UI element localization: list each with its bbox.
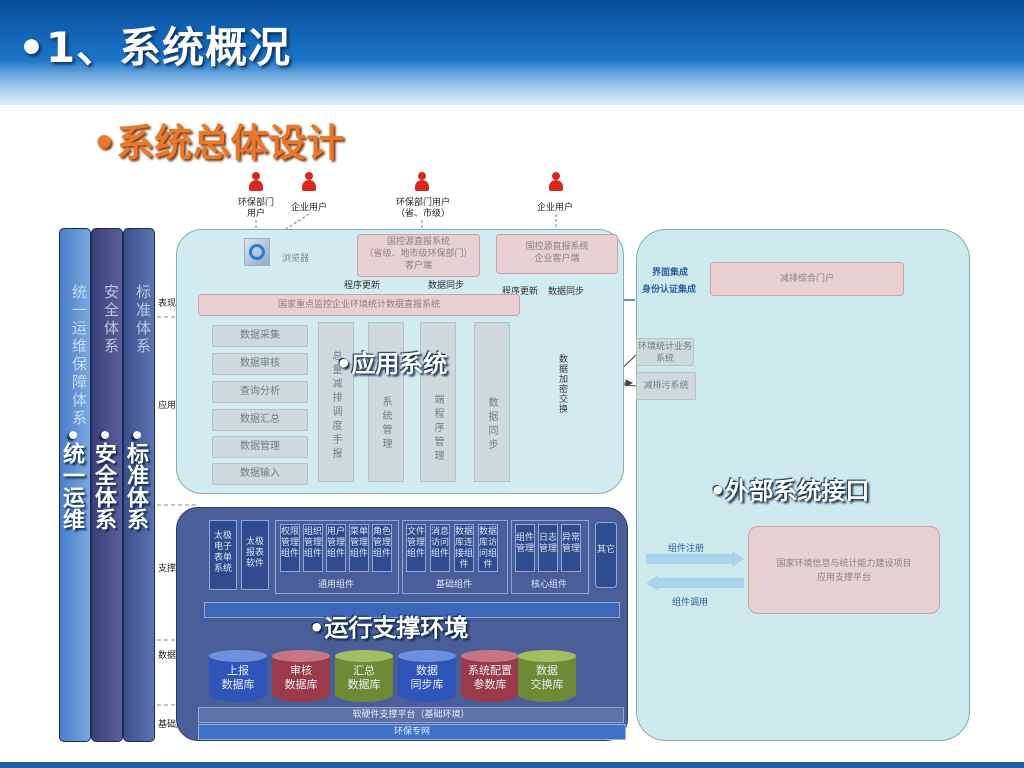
core-comp: 异常管理 bbox=[561, 524, 581, 572]
comp-call-label: 组件调用 bbox=[672, 598, 709, 608]
core-comp: 日志管理 bbox=[538, 524, 558, 572]
browser-icon bbox=[244, 238, 270, 266]
app-item: 数据管理 bbox=[212, 436, 308, 458]
pillar-standard-text: 标准体系 bbox=[134, 284, 152, 356]
common-comp: 用户管理组件 bbox=[326, 524, 346, 572]
layer-support: 支撑层 bbox=[158, 564, 186, 574]
pillar-security: 安全体系 bbox=[91, 228, 123, 742]
ui-integration-label: 界面集成 bbox=[652, 268, 689, 278]
pillar-ops-text: 统一运维保障体系 bbox=[70, 284, 88, 428]
layer-data: 数据层 bbox=[158, 651, 186, 661]
common-group bbox=[275, 520, 399, 594]
base-comp: 文件管理组件 bbox=[406, 524, 426, 572]
prog-update-label: 程序更新 bbox=[344, 281, 381, 291]
app-col: 数据同步 bbox=[474, 322, 510, 482]
database-icon: 数据 交换库 bbox=[518, 650, 576, 708]
register-arrow-head bbox=[732, 551, 744, 567]
pillar-ops: 统一运维保障体系 bbox=[59, 228, 91, 742]
user-icon bbox=[549, 172, 563, 192]
database-label: 汇总 数据库 bbox=[347, 664, 381, 691]
app-item: 数据输入 bbox=[212, 463, 308, 485]
pillar-security-label: •安全体系 bbox=[91, 428, 116, 531]
platform-bar: 国家重点监控企业环境统计数据直报系统 bbox=[198, 294, 520, 316]
footer-line bbox=[0, 762, 1024, 768]
overlay-external: •外部系统接口 bbox=[710, 477, 870, 505]
app-item: 查询分析 bbox=[212, 381, 308, 403]
common-comp: 组织管理组件 bbox=[303, 524, 323, 572]
section-subtitle: •系统总体设计 bbox=[92, 121, 345, 165]
app-item: 数据汇总 bbox=[212, 409, 308, 431]
common-group-label: 通用组件 bbox=[317, 580, 354, 590]
browser-label: 浏览器 bbox=[282, 254, 310, 264]
exchange-label: 数据加密交换 bbox=[557, 354, 567, 414]
database-icon: 上报 数据库 bbox=[209, 650, 267, 708]
core-group-label: 核心组件 bbox=[530, 580, 567, 590]
pillar-standard: 标准体系 bbox=[123, 228, 155, 742]
database-label: 数据 交换库 bbox=[530, 664, 564, 691]
database-icon: 汇总 数据库 bbox=[335, 650, 393, 708]
base-group-label: 基础组件 bbox=[435, 580, 472, 590]
comp-register-label: 组件注册 bbox=[668, 544, 705, 554]
pillar-ops-label: •统一运维 bbox=[59, 428, 84, 531]
app-col: 总量减排调度手报 bbox=[318, 322, 354, 482]
overlay-runtime: •运行支撑环境 bbox=[309, 614, 469, 642]
user-label: 环保部门 用户 bbox=[237, 198, 274, 219]
data-sync-label: 数据同步 bbox=[548, 287, 585, 297]
app-item: 数据审核 bbox=[212, 353, 308, 375]
hw-platform-bar: 软硬件支撑平台（基础环境） bbox=[198, 707, 624, 723]
database-label: 数据 同步库 bbox=[410, 664, 444, 691]
pillar-standard-label: •标准体系 bbox=[123, 428, 148, 531]
database-label: 上报 数据库 bbox=[221, 664, 255, 691]
base-comp: 数据库访问组件 bbox=[478, 524, 498, 572]
taiji-forms-box: 太极电子表单系统 bbox=[209, 520, 237, 590]
header-band bbox=[0, 0, 1024, 105]
support-platform-box: 国家环境信息与统计能力建设项目 应用支撑平台 bbox=[748, 526, 940, 614]
app-item: 数据采集 bbox=[212, 325, 308, 347]
user-icon bbox=[415, 172, 429, 192]
client-gov-box: 国控源直报系统 （省级、地市级环保部门） 客户端 bbox=[357, 234, 480, 277]
core-comp: 组件管理 bbox=[515, 524, 535, 572]
database-label: 审核 数据库 bbox=[284, 664, 318, 691]
common-comp: 权限管理组件 bbox=[280, 524, 300, 572]
network-bar: 环保专网 bbox=[198, 724, 626, 740]
user-icon bbox=[302, 172, 316, 192]
portal-box: 减排综合门户 bbox=[710, 262, 904, 296]
base-comp: 数据库连接组件 bbox=[454, 524, 474, 572]
register-arrow-shaft bbox=[646, 554, 732, 564]
data-sync-label: 数据同步 bbox=[428, 281, 465, 291]
call-arrow-head bbox=[646, 575, 658, 591]
app-col: 系统管理 bbox=[368, 322, 404, 482]
user-label: 环保部门用户 （省、市级） bbox=[395, 198, 450, 219]
layer-base: 基础层 bbox=[158, 720, 186, 730]
page-title: •1、系统概况 bbox=[18, 23, 292, 72]
taiji-report-box: 太极报表软件 bbox=[241, 520, 269, 590]
prog-update-label: 程序更新 bbox=[502, 287, 539, 297]
user-icon bbox=[249, 172, 263, 192]
layer-application: 应用层 bbox=[158, 401, 186, 411]
database-icon: 系统配置 参数库 bbox=[461, 650, 519, 708]
reduction-box: 减排污系统 bbox=[636, 372, 696, 400]
database-icon: 审核 数据库 bbox=[272, 650, 330, 708]
other-box: 其它 bbox=[595, 522, 617, 588]
app-col: 端程序管理 bbox=[420, 322, 456, 482]
database-label: 系统配置 参数库 bbox=[468, 664, 512, 691]
client-ent-box: 国控源直报系统 企业客户端 bbox=[496, 234, 618, 274]
common-comp: 角色管理组件 bbox=[372, 524, 392, 572]
user-label: 企业用户 bbox=[536, 203, 573, 213]
base-comp: 消息访问组件 bbox=[430, 524, 450, 572]
external-panel bbox=[636, 229, 970, 741]
auth-integration-label: 身份认证集成 bbox=[642, 285, 697, 295]
pillar-security-text: 安全体系 bbox=[102, 284, 120, 356]
core-group bbox=[511, 520, 589, 594]
database-icon: 数据 同步库 bbox=[398, 650, 456, 708]
call-arrow-shaft bbox=[658, 578, 744, 588]
env-stats-box: 环境统计业务系统 bbox=[636, 338, 694, 366]
support-bus-bar bbox=[204, 602, 620, 618]
common-comp: 菜单管理组件 bbox=[349, 524, 369, 572]
user-label: 企业用户 bbox=[290, 203, 327, 213]
layer-presentation: 表现层 bbox=[158, 299, 186, 309]
base-group bbox=[402, 520, 508, 594]
overlay-app-system: •应用系统 bbox=[336, 350, 448, 378]
